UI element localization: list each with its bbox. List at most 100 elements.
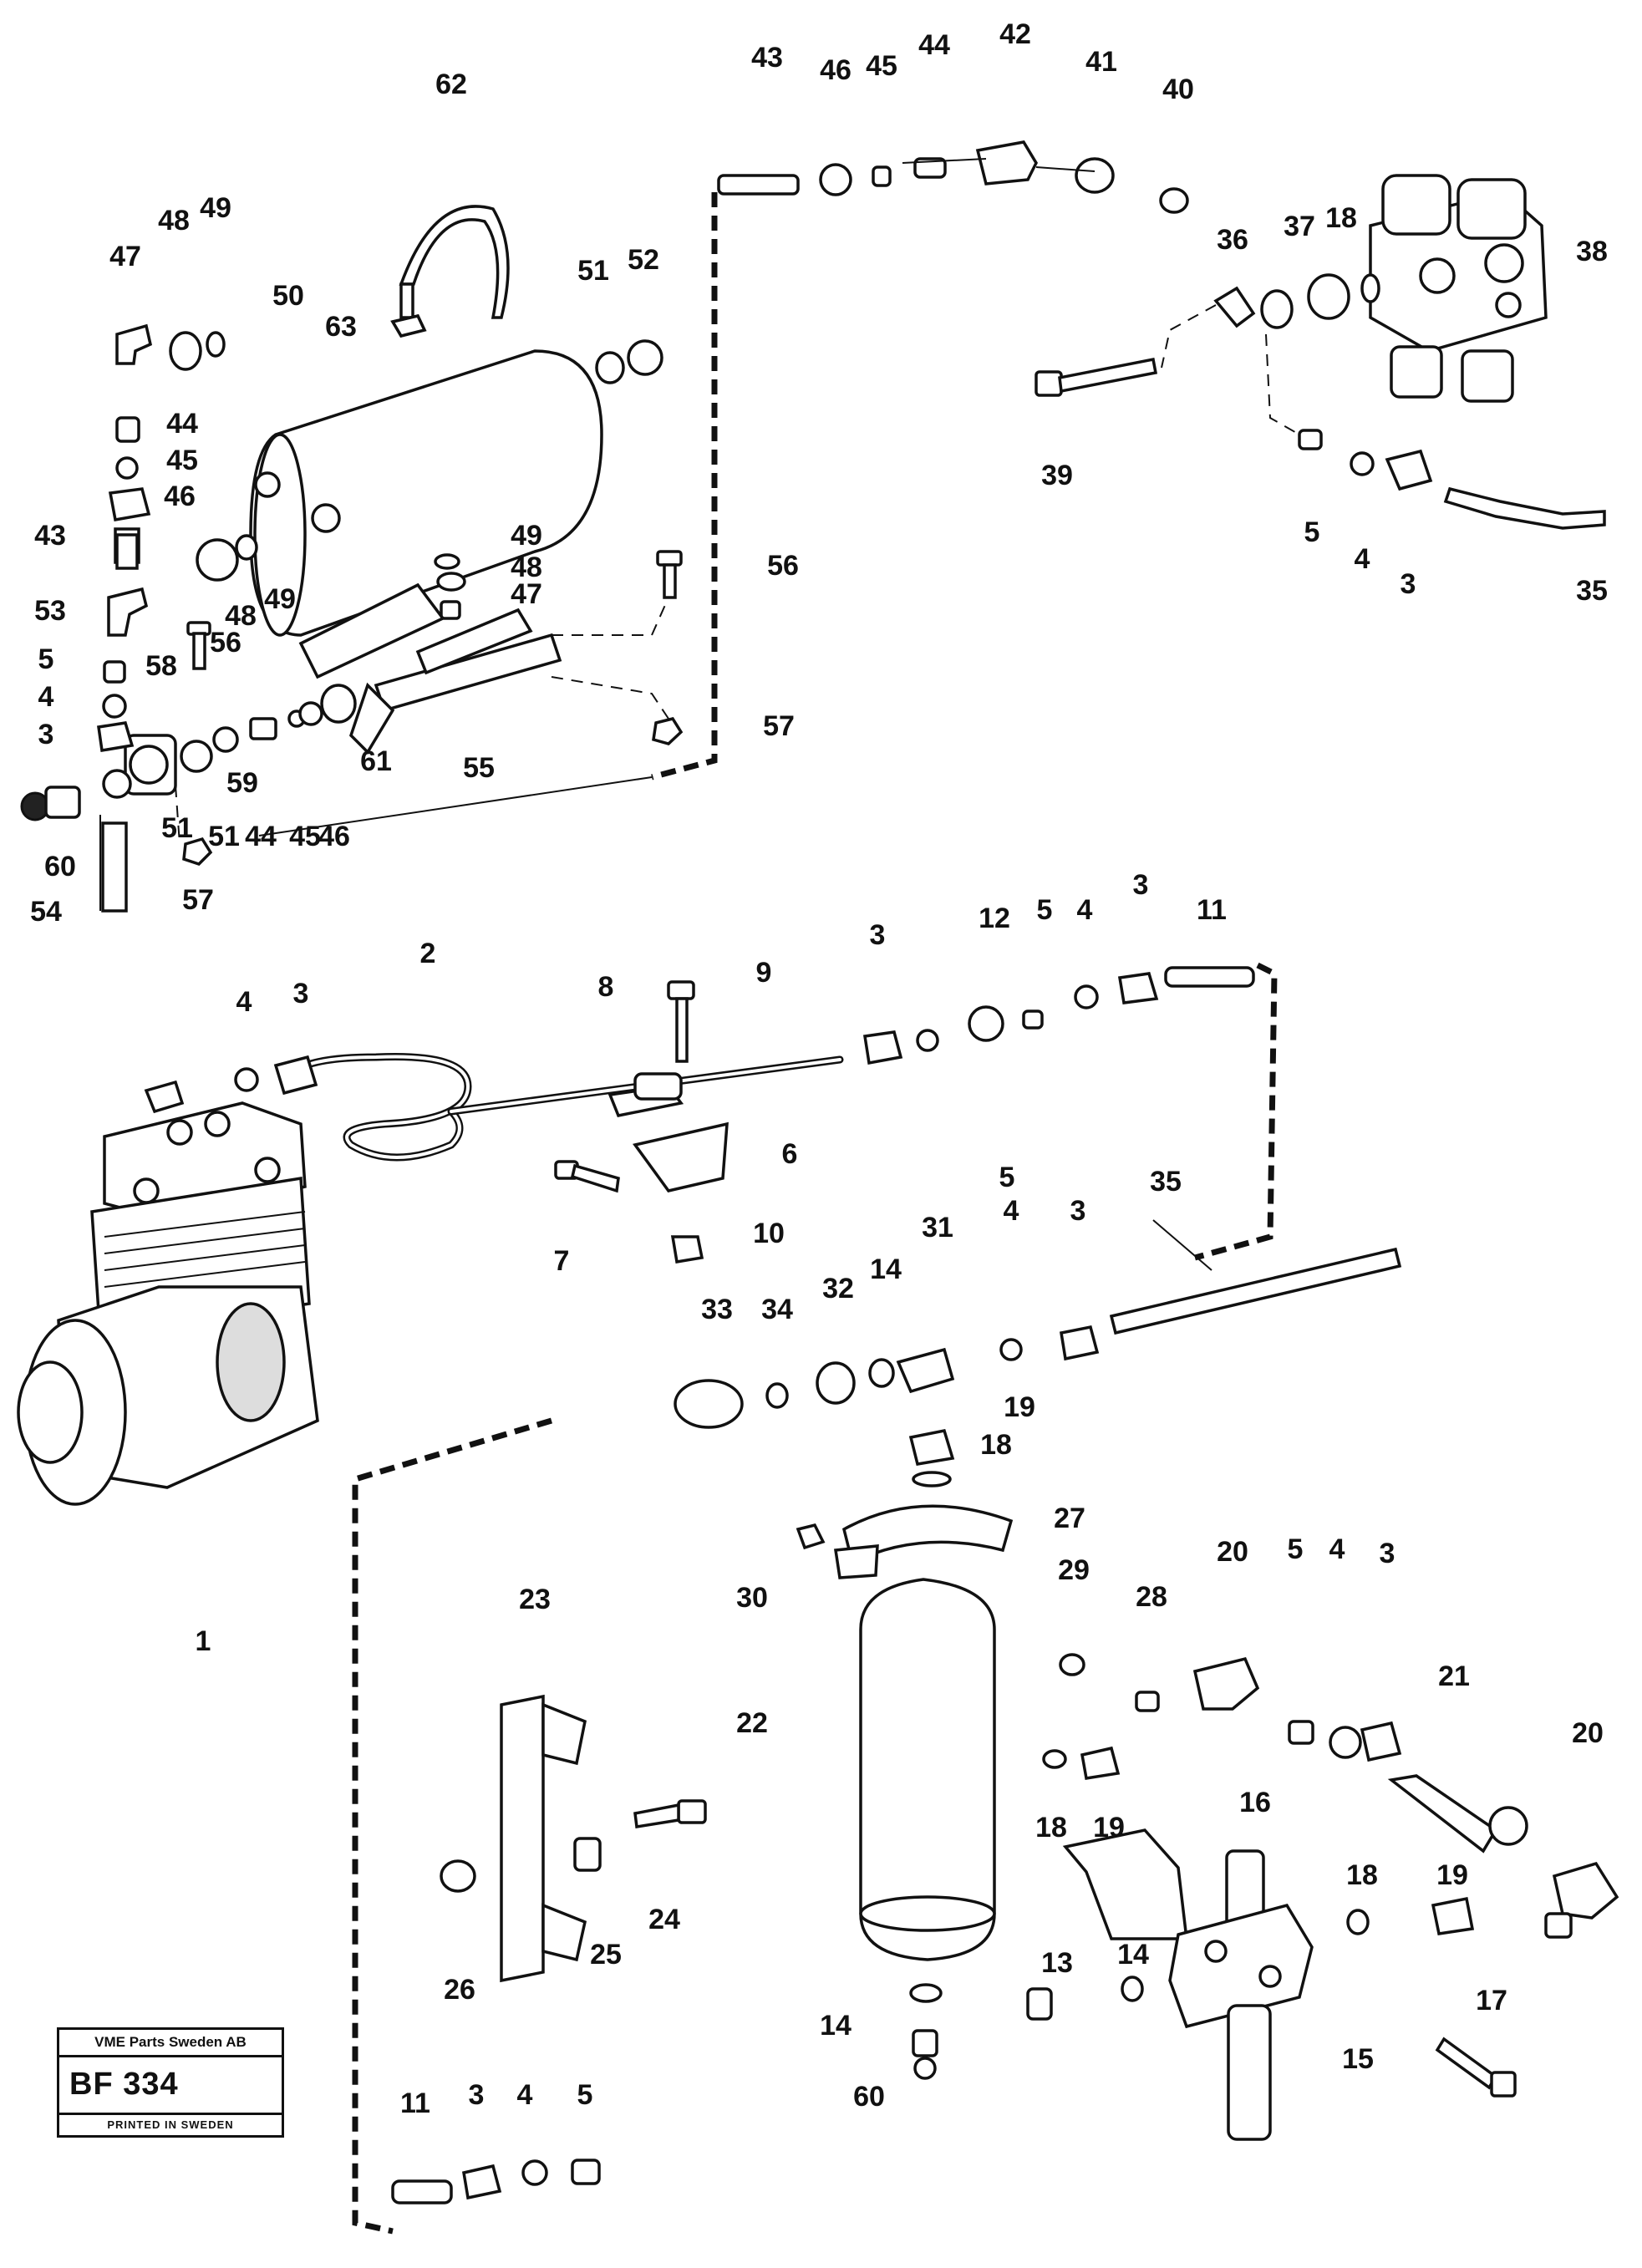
callout-1: 1 bbox=[196, 1625, 211, 1657]
stamp-company: VME Parts Sweden AB bbox=[59, 2030, 282, 2057]
callout-57-1: 57 bbox=[182, 884, 214, 916]
callout-56-2: 56 bbox=[767, 550, 799, 582]
stamp-code: BF 334 bbox=[69, 2067, 179, 2102]
callout-51-3: 51 bbox=[208, 821, 240, 852]
stamp-printed: PRINTED IN SWEDEN bbox=[59, 2113, 282, 2135]
callout-45-2: 45 bbox=[289, 821, 321, 852]
callout-63: 63 bbox=[325, 311, 357, 343]
callout-46-1: 46 bbox=[164, 481, 196, 512]
callout-17: 17 bbox=[1476, 1985, 1507, 2016]
callout-11-2: 11 bbox=[400, 2087, 430, 2119]
parts-stamp: VME Parts Sweden AB BF 334 PRINTED IN SW… bbox=[57, 2027, 284, 2138]
callout-55: 55 bbox=[463, 752, 495, 784]
callout-41: 41 bbox=[1085, 46, 1117, 78]
callout-19-3: 19 bbox=[1436, 1859, 1468, 1891]
callout-56-1: 56 bbox=[210, 627, 241, 659]
callout-54: 54 bbox=[30, 896, 62, 928]
callout-3-5: 3 bbox=[293, 978, 309, 1009]
callout-45-3: 45 bbox=[866, 50, 897, 82]
callout-61: 61 bbox=[360, 745, 392, 777]
callout-20-2: 20 bbox=[1572, 1717, 1604, 1749]
callout-4-4: 4 bbox=[1004, 1195, 1019, 1227]
callout-2: 2 bbox=[420, 938, 436, 969]
callout-4-7: 4 bbox=[517, 2079, 533, 2111]
callout-49-2: 49 bbox=[511, 520, 542, 552]
callout-23: 23 bbox=[519, 1584, 551, 1615]
callout-4-1: 4 bbox=[38, 681, 54, 713]
callout-7: 7 bbox=[554, 1245, 570, 1277]
callout-34: 34 bbox=[761, 1294, 793, 1325]
callout-28: 28 bbox=[1136, 1581, 1167, 1613]
callout-49-1: 49 bbox=[200, 192, 231, 224]
callout-4-5: 4 bbox=[236, 986, 252, 1018]
callout-26: 26 bbox=[444, 1974, 475, 2006]
callout-45-1: 45 bbox=[166, 445, 198, 476]
callout-51-1: 51 bbox=[577, 255, 609, 287]
callout-50: 50 bbox=[272, 280, 304, 312]
callout-53: 53 bbox=[34, 595, 66, 627]
callout-4-6: 4 bbox=[1329, 1533, 1345, 1565]
callout-40: 40 bbox=[1162, 74, 1194, 105]
callout-46-2: 46 bbox=[318, 821, 350, 852]
callout-10: 10 bbox=[753, 1218, 785, 1249]
callout-30: 30 bbox=[736, 1582, 768, 1614]
callout-5-1: 5 bbox=[38, 643, 54, 675]
callout-5-6: 5 bbox=[577, 2079, 593, 2111]
callout-12: 12 bbox=[979, 903, 1010, 934]
callout-20-1: 20 bbox=[1217, 1536, 1248, 1568]
callout-14-1: 14 bbox=[870, 1254, 902, 1285]
callout-44-1: 44 bbox=[166, 408, 198, 440]
callout-3-1: 3 bbox=[38, 719, 54, 750]
callout-38: 38 bbox=[1576, 236, 1608, 267]
callout-39: 39 bbox=[1041, 460, 1073, 491]
callout-13: 13 bbox=[1041, 1947, 1073, 1979]
callout-14-3: 14 bbox=[1117, 1939, 1149, 1971]
callout-11-1: 11 bbox=[1197, 894, 1227, 926]
callout-48-3: 48 bbox=[225, 600, 257, 632]
callout-18-3: 18 bbox=[1035, 1812, 1067, 1843]
callout-18-2: 18 bbox=[980, 1429, 1012, 1461]
callout-25: 25 bbox=[590, 1939, 622, 1971]
callout-47-2: 47 bbox=[511, 578, 542, 610]
callout-62: 62 bbox=[435, 69, 467, 100]
callout-14-2: 14 bbox=[820, 2010, 852, 2042]
callout-18-4: 18 bbox=[1346, 1859, 1378, 1891]
callout-18-1: 18 bbox=[1325, 202, 1357, 234]
callout-58: 58 bbox=[145, 650, 177, 682]
callout-19-2: 19 bbox=[1093, 1812, 1125, 1843]
callout-48-2: 48 bbox=[511, 552, 542, 583]
callout-5-2: 5 bbox=[1304, 516, 1320, 548]
callout-4-3: 4 bbox=[1077, 894, 1093, 926]
callout-60-2: 60 bbox=[853, 2081, 885, 2113]
callout-47-1: 47 bbox=[109, 241, 141, 272]
callout-48-1: 48 bbox=[158, 205, 190, 236]
callout-27: 27 bbox=[1054, 1503, 1085, 1534]
callout-43-1: 43 bbox=[34, 520, 66, 552]
callout-32: 32 bbox=[822, 1273, 854, 1304]
callout-4-2: 4 bbox=[1355, 543, 1370, 575]
callout-16: 16 bbox=[1239, 1787, 1271, 1818]
callout-52: 52 bbox=[628, 244, 659, 276]
callout-3-6: 3 bbox=[1070, 1195, 1086, 1227]
callout-37: 37 bbox=[1284, 211, 1315, 242]
callout-6: 6 bbox=[782, 1138, 798, 1170]
callout-21: 21 bbox=[1438, 1660, 1470, 1692]
callout-43-2: 43 bbox=[751, 42, 783, 74]
callout-49-3: 49 bbox=[264, 583, 296, 615]
compressor-assembly bbox=[17, 962, 1278, 1506]
callout-44-3: 44 bbox=[918, 29, 950, 61]
callout-35-2: 35 bbox=[1150, 1166, 1182, 1198]
callout-57-2: 57 bbox=[763, 710, 795, 742]
callout-33: 33 bbox=[701, 1294, 733, 1325]
callout-35-1: 35 bbox=[1576, 575, 1608, 607]
callout-29: 29 bbox=[1058, 1554, 1090, 1586]
callout-22: 22 bbox=[736, 1707, 768, 1739]
callout-60-1: 60 bbox=[44, 851, 76, 882]
callout-8: 8 bbox=[598, 971, 614, 1003]
callout-5-3: 5 bbox=[1037, 894, 1053, 926]
callout-31: 31 bbox=[922, 1212, 953, 1243]
callout-3-8: 3 bbox=[469, 2079, 485, 2111]
callout-46-3: 46 bbox=[820, 54, 852, 86]
